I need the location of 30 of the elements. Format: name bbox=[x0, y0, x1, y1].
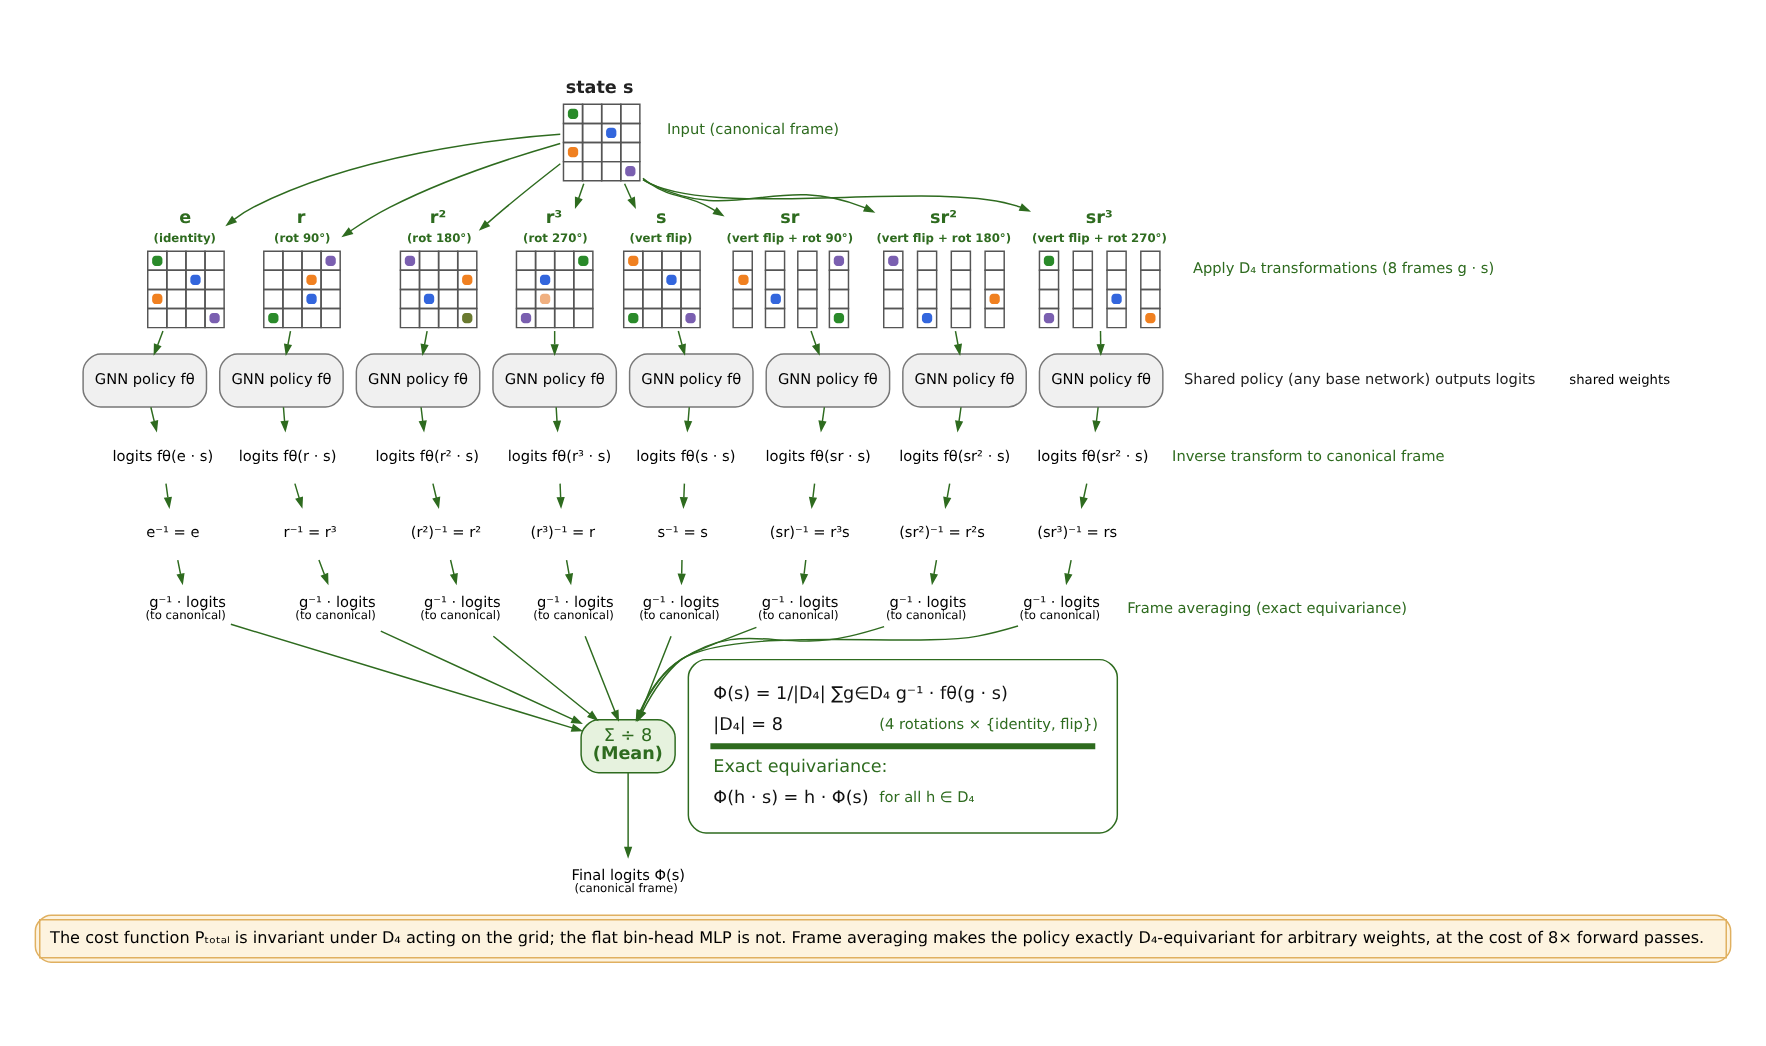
node-text: logits fθ(r³ · s) bbox=[507, 446, 612, 465]
node-text: logits fθ(sr² · s) bbox=[1037, 446, 1149, 465]
label: Frame averaging (exact equivariance) bbox=[1127, 599, 1408, 618]
node-text: r⁻¹ = r³ bbox=[283, 522, 337, 541]
node-text: (sr)⁻¹ = r³s bbox=[769, 522, 850, 541]
node-label: sr³ bbox=[1085, 208, 1113, 229]
node-label: state s bbox=[565, 79, 634, 100]
node-label: sr² bbox=[930, 208, 957, 229]
node-text: logits fθ(s · s) bbox=[636, 446, 736, 465]
node-label: r² bbox=[429, 208, 447, 229]
node-text: (sr²)⁻¹ = r²s bbox=[899, 522, 985, 541]
node-text: logits fθ(r · s) bbox=[238, 446, 337, 465]
node-text: logits fθ(r² · s) bbox=[375, 446, 479, 465]
node-label: r bbox=[296, 208, 306, 229]
node-text: s⁻¹ = s bbox=[657, 522, 708, 541]
node-text: (r³)⁻¹ = r bbox=[530, 522, 596, 541]
node-text: logits fθ(sr² · s) bbox=[899, 446, 1011, 465]
node-label: r³ bbox=[545, 208, 563, 229]
node-text: e⁻¹ = e bbox=[146, 522, 200, 541]
label: Input (canonical frame) bbox=[667, 120, 839, 139]
node-text: logits fθ(e · s) bbox=[112, 446, 214, 465]
node-label: sr bbox=[780, 208, 800, 229]
node-text: logits fθ(sr · s) bbox=[765, 446, 871, 465]
label: Inverse transform to canonical frame bbox=[1172, 446, 1445, 465]
label: Shared policy (any base network) outputs logits bbox=[1184, 370, 1536, 389]
node-label: e bbox=[179, 208, 192, 229]
node-label: s bbox=[656, 208, 667, 229]
node-text: (r²)⁻¹ = r² bbox=[410, 522, 482, 541]
node-text: (sr³)⁻¹ = rs bbox=[1037, 522, 1118, 541]
label: Apply D₄ transformations (8 frames g · s) bbox=[1192, 258, 1495, 277]
